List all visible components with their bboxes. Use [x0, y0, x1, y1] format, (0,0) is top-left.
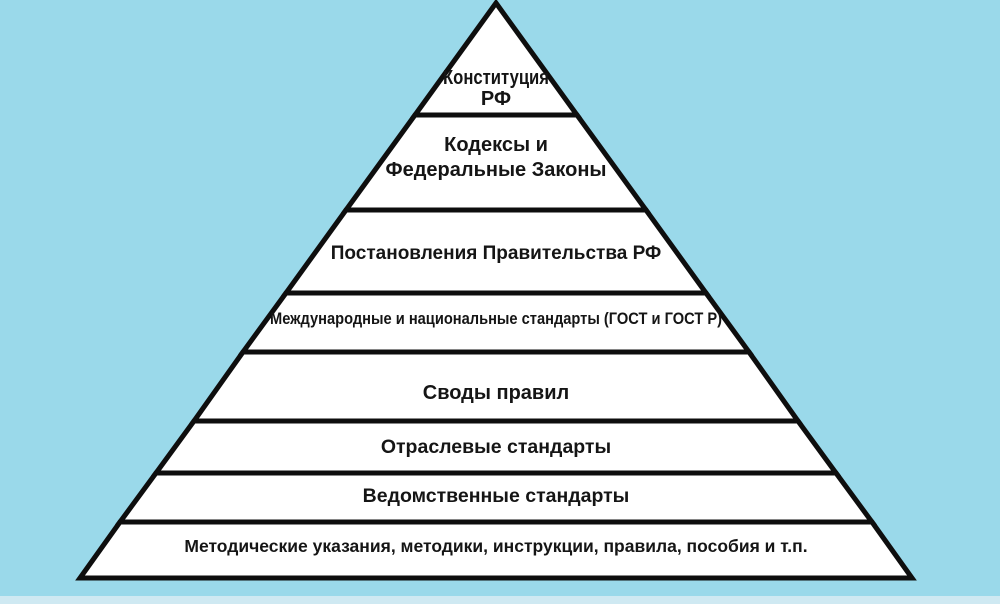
pyramid-level-4-label: Международные и национальные стандарты (… [270, 309, 722, 328]
bottom-edge-strip [0, 596, 1000, 604]
pyramid-level-3-label: Постановления Правительства РФ [331, 243, 661, 264]
pyramid-level-1-label-line-1: Конституция [443, 67, 549, 89]
pyramid-level-8-label: Методические указания, методики, инструк… [184, 536, 807, 556]
pyramid-level-8 [75, 519, 917, 581]
pyramid-labels: Конституция РФ Кодексы и Федеральные Зак… [184, 67, 807, 556]
pyramid-level-2-label-line-2: Федеральные Законы [386, 159, 607, 181]
pyramid-level-2-label-line-1: Кодексы и [444, 134, 548, 156]
pyramid-level-7-label: Ведомственные стандарты [363, 485, 630, 507]
pyramid-bands [75, 0, 917, 581]
pyramid-level-1-label-line-2: РФ [481, 88, 511, 110]
pyramid-level-6-label: Отраслевые стандарты [381, 436, 611, 458]
pyramid-level-5-label: Своды правил [423, 382, 569, 404]
